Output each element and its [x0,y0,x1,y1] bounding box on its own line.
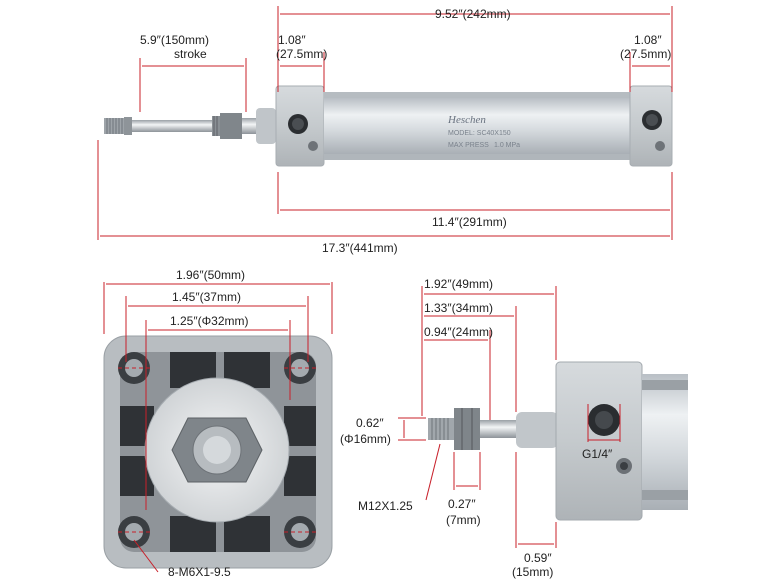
total-length-label: 17.3″(441mm) [322,241,398,255]
model-label: MODEL: SC40X150 [448,130,511,137]
rod-dia-mm-label: (Φ16mm) [340,432,391,446]
rod-detail-dimensions: 1.92″(49mm) 1.33″(34mm) 0.94″(24mm) 0.62… [340,277,621,579]
rod-49-label: 1.92″(49mm) [424,277,493,291]
front-bushing [256,108,276,144]
brand-label: Heschen [447,114,486,126]
cylinder-barrel [324,98,634,154]
top-dimensions: 9.52″(242mm) 1.08″ (27.5mm) 1.08″ (27.5m… [97,6,673,255]
cap-thick-label: 0.59″ [524,551,552,565]
detail-hex-nut [454,408,480,450]
pressure-value: 1.0 MPa [494,142,520,149]
rod-nut [124,117,132,135]
end-cap-left-label: 1.08″ [278,33,306,47]
end-face-view [103,335,333,569]
stroke-value-label: 5.9″(150mm) [140,33,209,47]
pressure-label: MAX PRESS [448,142,489,149]
detail-end-cap [555,361,643,521]
mount-holes-label: 8-M6X1-9.5 [168,565,231,579]
body-with-caps-label: 11.4″(291mm) [432,215,507,229]
end-cap-right-mm-label: (27.5mm) [620,47,671,61]
hole-spacing-label: 1.45″(37mm) [172,290,241,304]
port-label: G1/4″ [582,447,613,461]
stroke-word-label: stroke [174,47,207,61]
end-cap-left-mm-label: (27.5mm) [276,47,327,61]
nut-width-mm-label: (7mm) [446,513,481,527]
piston-rod [132,120,212,132]
rod-34-label: 1.33″(34mm) [424,301,493,315]
bore-label: 1.25″(Φ32mm) [170,314,249,328]
detail-bushing [516,412,558,448]
face-dimensions: 1.96″(50mm) 1.45″(37mm) 1.25″(Φ32mm) 8-M… [103,268,333,579]
cap-thick-mm-label: (15mm) [512,565,553,579]
overall-body-label: 9.52″(242mm) [435,7,511,21]
end-cap-right-label: 1.08″ [634,33,662,47]
square-width-label: 1.96″(50mm) [176,268,245,282]
thread-label: M12X1.25 [358,499,413,513]
rod-detail-view [428,361,688,521]
hex-nut [220,113,242,139]
side-view: Heschen MODEL: SC40X150 MAX PRESS 1.0 MP… [104,85,673,167]
nut-width-label: 0.27″ [448,497,476,511]
rod-24-label: 0.94″(24mm) [424,325,493,339]
rod-dia-label: 0.62″ [356,416,384,430]
detail-piston-rod [480,420,516,438]
rod-end-nut [212,116,220,136]
